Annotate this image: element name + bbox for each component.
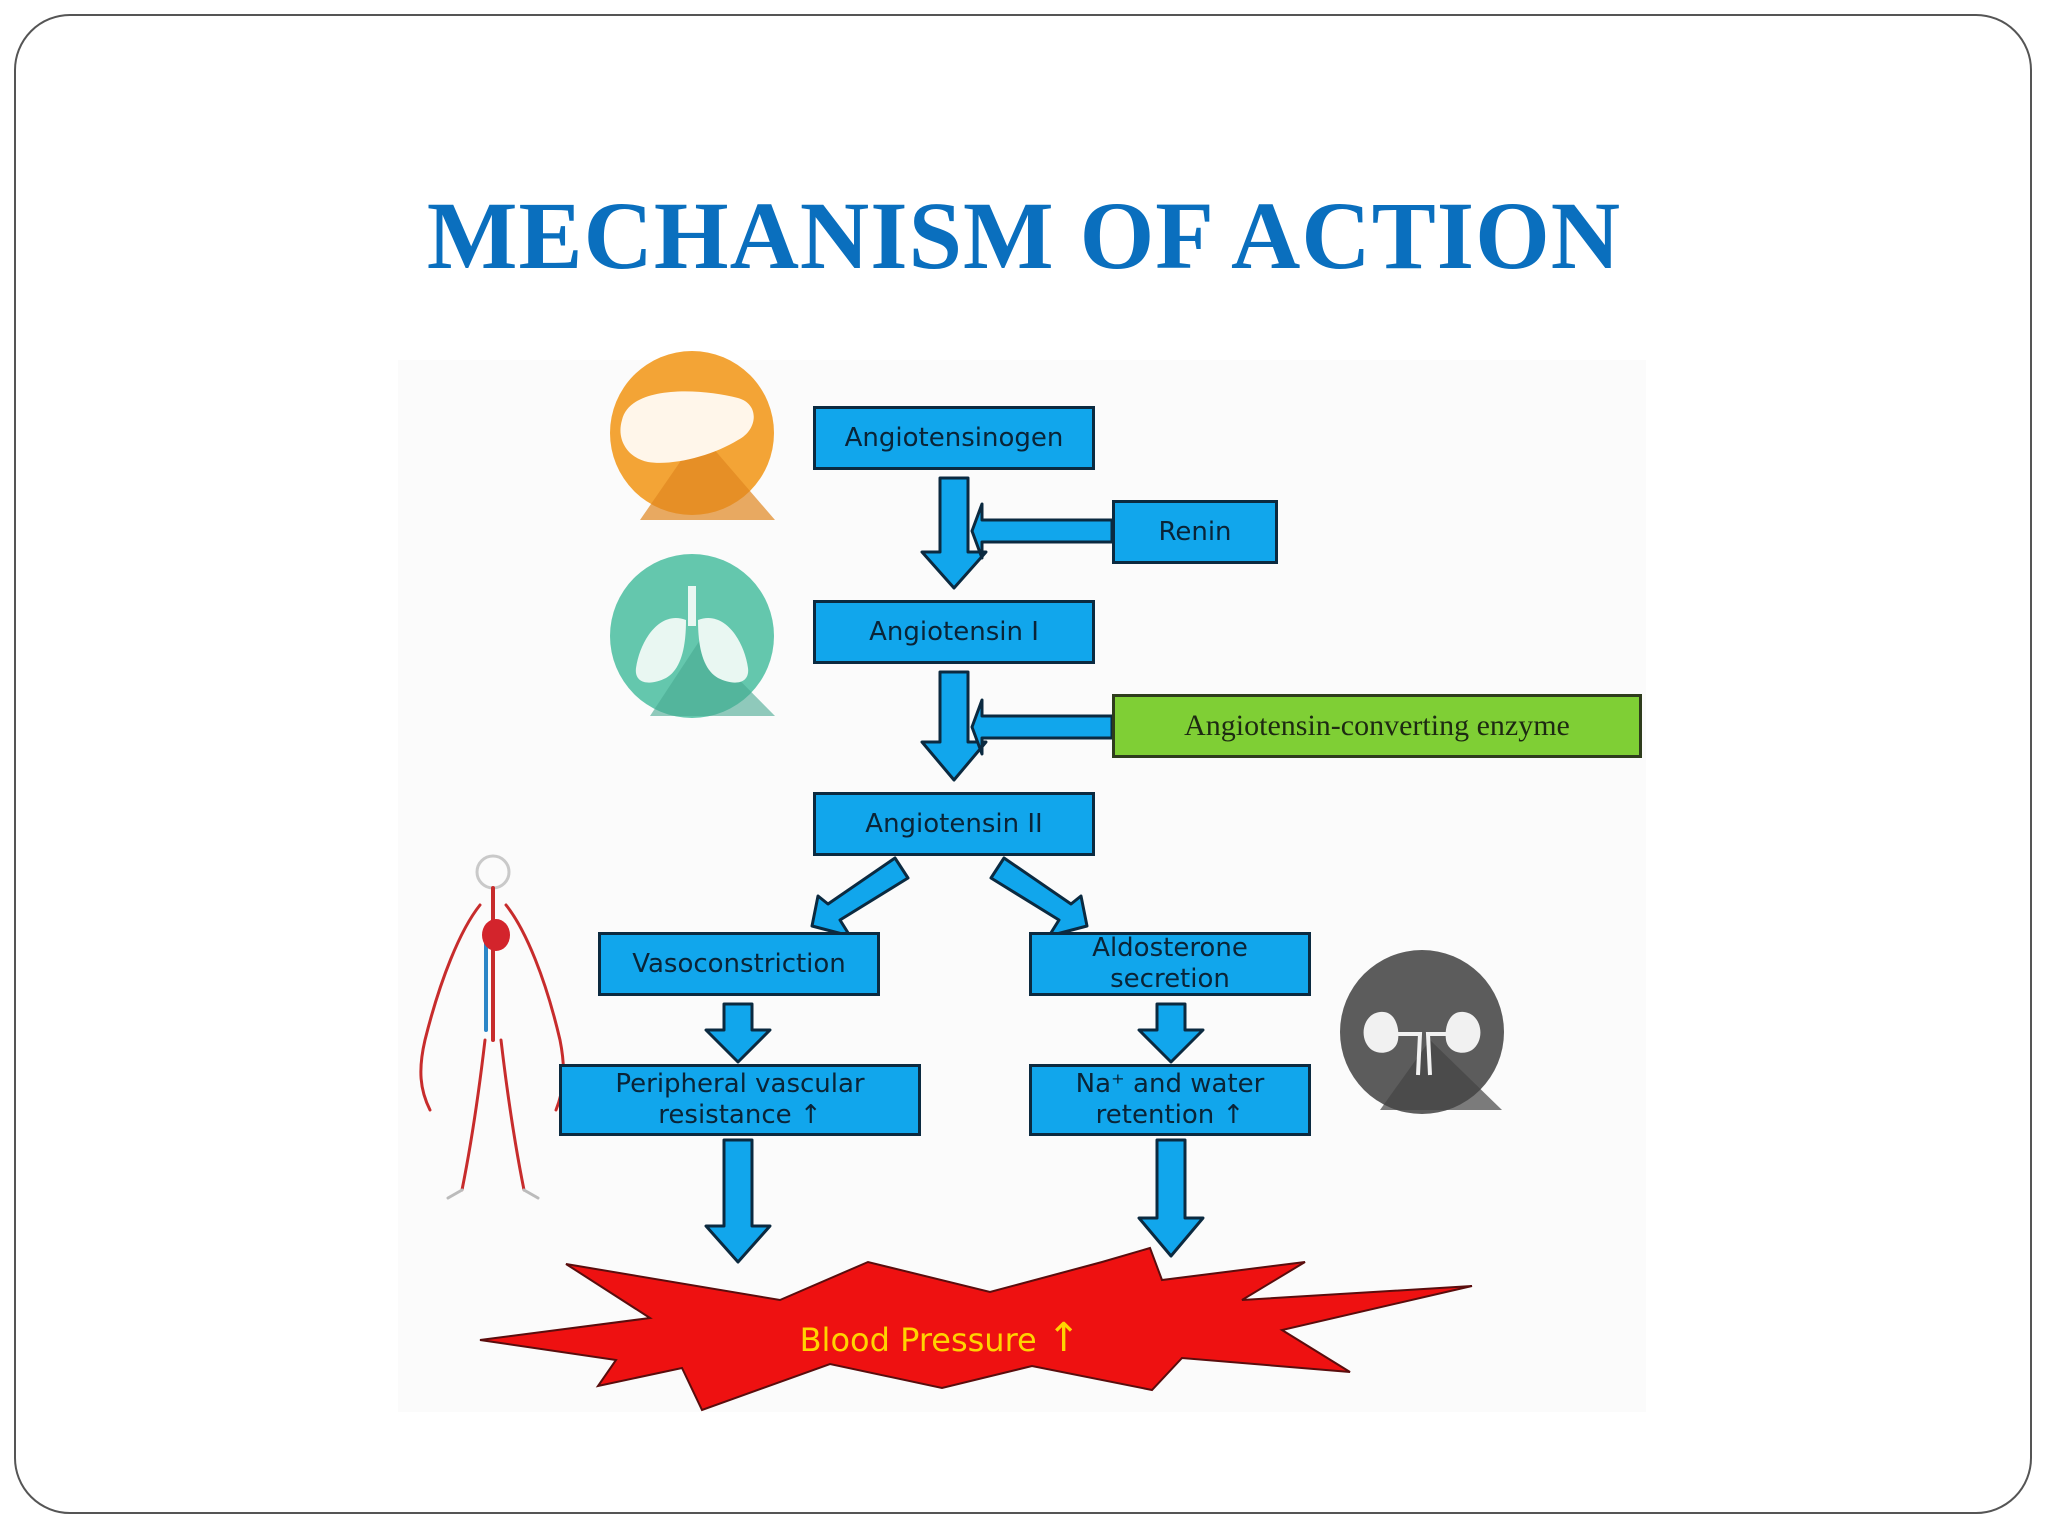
node-peripheral-vascular-resistance: Peripheral vascular resistance ↑ <box>559 1064 921 1136</box>
arrow-angiotensin2-to-vasoconstriction <box>810 856 910 938</box>
node-angiotensin-2: Angiotensin II <box>813 792 1095 856</box>
node-aldosterone-secretion: Aldosterone secretion <box>1029 932 1311 996</box>
arrow-pvr-to-blood-pressure <box>704 1138 772 1264</box>
circulatory-system-icon <box>419 854 565 1200</box>
slide-title: MECHANISM OF ACTION <box>426 182 1622 289</box>
liver-icon <box>610 351 775 520</box>
node-vasoconstriction: Vasoconstriction <box>598 932 880 996</box>
node-na-water-retention: Na⁺ and water retention ↑ <box>1029 1064 1311 1136</box>
arrow-angiotensin2-to-aldosterone <box>989 856 1089 938</box>
arrow-angiotensin1-to-angiotensin2 <box>920 670 988 782</box>
node-angiotensinogen: Angiotensinogen <box>813 406 1095 470</box>
arrow-aldosterone-to-na-water <box>1137 1002 1205 1064</box>
blood-pressure-text: Blood Pressure <box>799 1321 1037 1359</box>
node-ace: Angiotensin-converting enzyme <box>1112 694 1642 758</box>
arrow-angiotensinogen-to-angiotensin1 <box>920 476 988 590</box>
slide-frame <box>14 14 2032 1514</box>
arrow-vasoconstriction-to-pvr <box>704 1002 772 1064</box>
kidneys-icon <box>1340 950 1504 1114</box>
node-angiotensin-1: Angiotensin I <box>813 600 1095 664</box>
arrow-renin-to-flow <box>970 502 1114 560</box>
blood-pressure-burst <box>479 1246 1473 1412</box>
arrow-na-water-to-blood-pressure <box>1137 1138 1205 1258</box>
lungs-icon <box>610 554 775 718</box>
node-renin: Renin <box>1112 500 1278 564</box>
arrow-ace-to-flow <box>970 698 1114 756</box>
up-arrow-icon: ↑ <box>1046 1315 1081 1361</box>
blood-pressure-label: Blood Pressure ↑ <box>770 1315 1110 1361</box>
